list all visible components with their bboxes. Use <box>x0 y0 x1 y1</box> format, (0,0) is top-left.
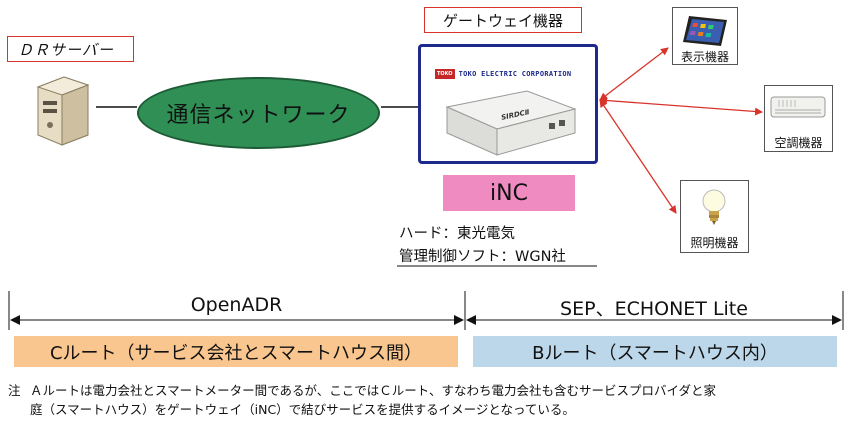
dr-server-label: ＤＲサーバー <box>7 36 134 62</box>
arrow-display <box>599 47 669 101</box>
gateway-label: ゲートウェイ機器 <box>424 7 582 33</box>
software-info: 管理制御ソフト：WGN社 <box>399 245 566 266</box>
route-b-label: Bルート（スマートハウス内） <box>532 342 778 364</box>
server-icon <box>36 76 90 146</box>
display-device-label: 表示機器 <box>680 50 729 64</box>
logo-mark: TOKO <box>435 69 455 79</box>
openadr-label: OpenADR <box>10 294 463 316</box>
inc-label: iNC <box>490 180 528 206</box>
aircon-device: 空調機器 <box>764 85 833 152</box>
footnote-line-1: Ａルートは電力会社とスマートメーター間であるが、ここではＣルート、すなわち電力会… <box>30 383 717 398</box>
sep-echonet-label-text: SEP、ECHONET Lite <box>560 298 748 320</box>
lighting-device: 照明機器 <box>680 180 749 253</box>
openadr-label-text: OpenADR <box>190 294 283 316</box>
network-label: 通信ネットワーク <box>166 103 351 128</box>
gateway-label-text: ゲートウェイ機器 <box>442 11 563 30</box>
company-name: TOKO ELECTRIC CORPORATION <box>458 70 572 78</box>
arrow-lighting <box>599 99 677 214</box>
route-c-bar: Cルート（サービス会社とスマートハウス間） <box>14 336 458 367</box>
route-c-label: Cルート（サービス会社とスマートハウス間） <box>49 342 423 364</box>
air-conditioner-icon <box>770 96 826 118</box>
tablet-icon <box>683 16 727 46</box>
gateway-device-icon <box>445 90 577 156</box>
hardware-info-text: ハード：東光電気 <box>399 226 515 242</box>
footnote-prefix: 注 <box>8 383 21 398</box>
footnote: Ａルートは電力会社とスマートメーター間であるが、ここではＣルート、すなわち電力会… <box>30 381 846 419</box>
dr-server-label-text: ＤＲサーバー <box>18 40 114 59</box>
gateway-device-frame: TOKO TOKO ELECTRIC CORPORATION SIRDCⅡ <box>418 44 598 164</box>
company-logo: TOKO TOKO ELECTRIC CORPORATION <box>435 69 571 79</box>
inc-box: iNC <box>443 175 575 211</box>
footnote-line-2: 庭（スマートハウス）をゲートウェイ（iNC）で結びサービスを提供するイメージとな… <box>30 402 575 417</box>
software-info-text: 管理制御ソフト：WGN社 <box>399 249 566 265</box>
network-ellipse: 通信ネットワーク <box>137 77 380 149</box>
display-device: 表示機器 <box>672 7 738 65</box>
aircon-device-label: 空調機器 <box>774 136 823 150</box>
route-b-bar: Bルート（スマートハウス内） <box>473 336 837 367</box>
arrow-aircon <box>599 96 763 116</box>
hardware-info: ハード：東光電気 <box>399 222 515 243</box>
light-bulb-icon <box>702 189 726 225</box>
lighting-device-label: 照明機器 <box>690 236 739 250</box>
sep-echonet-label: SEP、ECHONET Lite <box>467 294 841 321</box>
